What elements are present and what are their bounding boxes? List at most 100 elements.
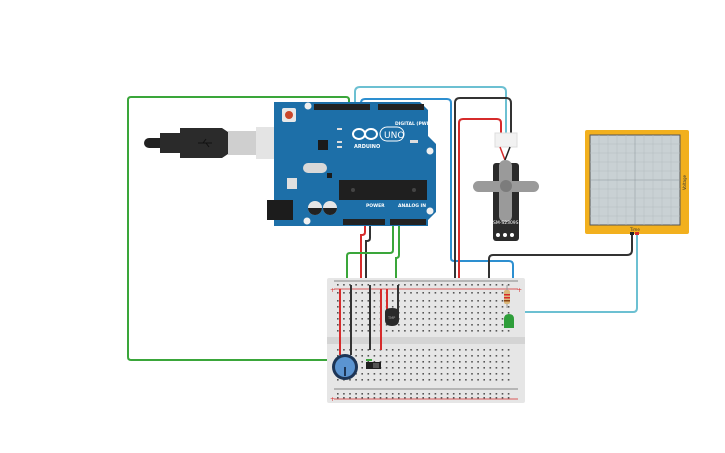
breadboard-hole[interactable] [361, 393, 363, 395]
breadboard-hole[interactable] [337, 300, 339, 302]
breadboard-hole[interactable] [452, 361, 455, 363]
breadboard-hole[interactable] [507, 373, 510, 375]
wire-red-5v[interactable] [360, 222, 366, 285]
breadboard-hole[interactable] [355, 397, 357, 399]
breadboard-hole[interactable] [440, 393, 443, 395]
breadboard-hole[interactable] [404, 393, 406, 395]
breadboard-hole[interactable] [410, 318, 412, 320]
breadboard-hole[interactable] [404, 379, 406, 381]
breadboard-hole[interactable] [446, 330, 449, 332]
breadboard-hole[interactable] [507, 330, 510, 332]
breadboard-hole[interactable] [410, 324, 412, 326]
breadboard-hole[interactable] [428, 355, 431, 357]
breadboard-hole[interactable] [398, 373, 400, 375]
breadboard-hole[interactable] [501, 318, 504, 320]
servo-motor[interactable]: SM-S2309S [473, 132, 539, 241]
breadboard-hole[interactable] [465, 306, 467, 308]
breadboard-hole[interactable] [428, 312, 431, 314]
breadboard-hole[interactable] [465, 324, 467, 326]
breadboard-hole[interactable] [446, 292, 449, 294]
breadboard-hole[interactable] [410, 393, 412, 395]
breadboard-hole[interactable] [391, 361, 394, 363]
breadboard-hole[interactable] [477, 373, 479, 375]
wire-green-a1[interactable] [395, 222, 400, 308]
breadboard-hole[interactable] [471, 324, 473, 326]
breadboard-hole[interactable] [404, 292, 406, 294]
breadboard-hole[interactable] [416, 361, 418, 363]
breadboard-hole[interactable] [416, 300, 418, 302]
breadboard-hole[interactable] [410, 373, 412, 375]
breadboard-hole[interactable] [361, 300, 363, 302]
breadboard-hole[interactable] [361, 330, 363, 332]
breadboard-hole[interactable] [501, 284, 504, 286]
breadboard-hole[interactable] [477, 355, 479, 357]
breadboard-hole[interactable] [404, 355, 406, 357]
breadboard-hole[interactable] [459, 300, 461, 302]
breadboard-hole[interactable] [367, 379, 370, 381]
breadboard-hole[interactable] [434, 379, 437, 381]
breadboard-hole[interactable] [495, 292, 498, 294]
wire-black-servo-gnd[interactable] [454, 97, 512, 290]
breadboard-hole[interactable] [428, 324, 431, 326]
breadboard-hole[interactable] [404, 373, 406, 375]
breadboard-hole[interactable] [416, 318, 418, 320]
breadboard-hole[interactable] [367, 330, 370, 332]
breadboard-hole[interactable] [428, 397, 431, 399]
breadboard-hole[interactable] [343, 393, 345, 395]
breadboard-hole[interactable] [361, 312, 363, 314]
breadboard-hole[interactable] [446, 318, 449, 320]
breadboard-hole[interactable] [398, 397, 400, 399]
breadboard-hole[interactable] [379, 393, 382, 395]
breadboard-hole[interactable] [337, 355, 339, 357]
breadboard-hole[interactable] [422, 312, 424, 314]
breadboard-hole[interactable] [398, 349, 400, 351]
breadboard-hole[interactable] [398, 367, 400, 369]
breadboard-hole[interactable] [446, 306, 449, 308]
wire-cyan-scope-led[interactable] [514, 232, 638, 313]
breadboard-hole[interactable] [361, 379, 363, 381]
breadboard-hole[interactable] [385, 361, 388, 363]
breadboard-hole[interactable] [501, 393, 504, 395]
breadboard-hole[interactable] [373, 393, 376, 395]
breadboard-hole[interactable] [440, 292, 443, 294]
breadboard-hole[interactable] [465, 355, 467, 357]
breadboard-hole[interactable] [471, 300, 473, 302]
breadboard-hole[interactable] [428, 318, 431, 320]
breadboard-hole[interactable] [398, 393, 400, 395]
breadboard-hole[interactable] [495, 379, 498, 381]
breadboard-hole[interactable] [471, 306, 473, 308]
breadboard-hole[interactable] [343, 397, 345, 399]
breadboard-hole[interactable] [416, 393, 418, 395]
breadboard-hole[interactable] [434, 306, 437, 308]
breadboard[interactable]: + + + TMP [327, 278, 525, 403]
breadboard-hole[interactable] [379, 355, 382, 357]
breadboard-hole[interactable] [379, 373, 382, 375]
breadboard-hole[interactable] [391, 373, 394, 375]
breadboard-hole[interactable] [355, 355, 357, 357]
breadboard-hole[interactable] [507, 367, 510, 369]
breadboard-hole[interactable] [337, 324, 339, 326]
breadboard-hole[interactable] [507, 355, 510, 357]
breadboard-hole[interactable] [434, 324, 437, 326]
breadboard-hole[interactable] [477, 349, 479, 351]
breadboard-hole[interactable] [495, 373, 498, 375]
breadboard-hole[interactable] [349, 284, 351, 286]
breadboard-hole[interactable] [465, 292, 467, 294]
breadboard-hole[interactable] [410, 361, 412, 363]
breadboard-hole[interactable] [483, 324, 485, 326]
breadboard-hole[interactable] [404, 361, 406, 363]
slide-switch[interactable] [366, 362, 381, 369]
breadboard-hole[interactable] [483, 355, 485, 357]
breadboard-hole[interactable] [483, 361, 485, 363]
breadboard-hole[interactable] [404, 284, 406, 286]
breadboard-hole[interactable] [446, 397, 449, 399]
wire-black-scope[interactable] [488, 232, 633, 283]
breadboard-hole[interactable] [361, 367, 363, 369]
breadboard-hole[interactable] [379, 379, 382, 381]
breadboard-hole[interactable] [422, 349, 424, 351]
breadboard-hole[interactable] [355, 373, 357, 375]
breadboard-hole[interactable] [459, 330, 461, 332]
breadboard-hole[interactable] [373, 318, 376, 320]
breadboard-hole[interactable] [477, 330, 479, 332]
breadboard-hole[interactable] [367, 318, 370, 320]
